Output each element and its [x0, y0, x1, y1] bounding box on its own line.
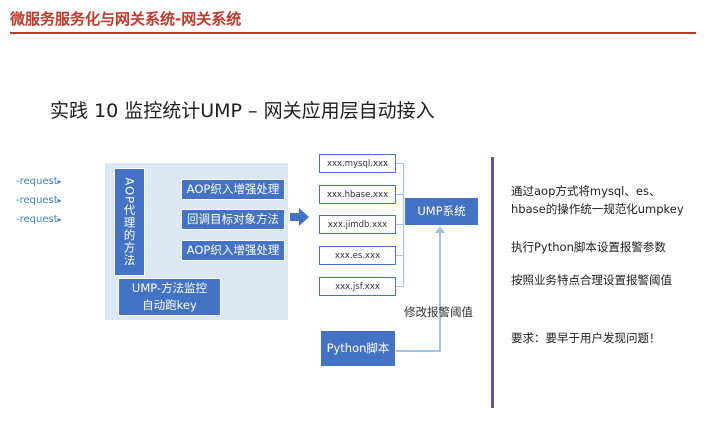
- aop-proxy-method-label: AOP代理的方法: [122, 177, 137, 267]
- connector: [395, 350, 440, 352]
- target-es: xxx.es.xxx: [319, 246, 396, 265]
- connector: [396, 163, 404, 164]
- request-label-3: -request▸: [16, 214, 62, 225]
- arrow-right-icon: ▸: [57, 196, 62, 205]
- connector: [396, 194, 404, 195]
- callback-target-box: 回调目标对象方法: [181, 209, 285, 230]
- note-requirement: 要求：要早于用户发现问题！: [511, 331, 661, 345]
- vertical-divider: [491, 157, 494, 408]
- target-mysql: xxx.mysql.xxx: [319, 154, 396, 173]
- connector: [403, 163, 404, 287]
- arrow-right-icon: ▸: [57, 177, 62, 186]
- target-jsf: xxx.jsf.xxx: [319, 277, 396, 296]
- modify-alarm-threshold-label: 修改报警阈值: [404, 305, 473, 319]
- connector: [396, 286, 404, 287]
- ump-system-box: UMP系统: [404, 197, 479, 226]
- arrow-right-icon: ▸: [57, 215, 62, 224]
- slide-title: 实践 10 监控统计UMP – 网关应用层自动接入: [50, 100, 435, 122]
- aop-enhance-box-2: AOP织入增强处理: [181, 240, 285, 261]
- request-label-2: -request▸: [16, 195, 62, 206]
- note-aop-umpkey: 通过aop方式将mysql、es、hbase的操作统一规范化umpkey: [511, 184, 684, 216]
- request-label-1: -request▸: [16, 176, 62, 187]
- connector: [439, 232, 441, 352]
- ump-method-monitor-box: UMP-方法监控 自动跑key: [118, 278, 221, 316]
- aop-enhance-box-1: AOP织入增强处理: [181, 179, 285, 200]
- header-title: 微服务服务化与网关系统-网关系统: [10, 10, 242, 28]
- aop-proxy-method-box: AOP代理的方法: [114, 168, 145, 276]
- python-script-box: Python脚本: [320, 330, 396, 367]
- header-divider: [10, 32, 696, 34]
- note-python-alarm: 执行Python脚本设置报警参数: [511, 240, 666, 254]
- target-jimdb: xxx.jimdb.xxx: [319, 215, 396, 234]
- connector: [396, 255, 404, 256]
- arrow-up-icon: [435, 226, 445, 233]
- target-hbase: xxx.hbase.xxx: [319, 185, 396, 204]
- connector: [396, 224, 404, 225]
- note-business-threshold: 按照业务特点合理设置报警阈值: [511, 273, 672, 287]
